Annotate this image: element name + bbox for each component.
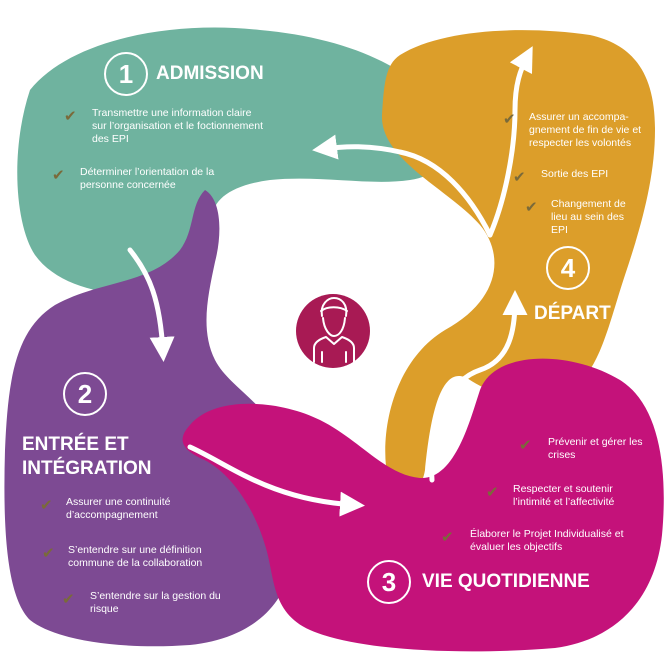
- quotidienne-blob: [182, 358, 664, 652]
- arrow-depart-top: [487, 46, 533, 238]
- stage-1-item-1: Transmettre une information claire sur l…: [92, 107, 264, 145]
- check-icon: ✔: [42, 544, 55, 562]
- stage-1-number: 1: [104, 52, 148, 96]
- person-icon: [313, 297, 355, 363]
- check-icon: ✔: [503, 110, 516, 128]
- stage-2-number: 2: [63, 372, 107, 416]
- stage-2-title-line-1: ENTRÉE ET: [22, 434, 129, 455]
- stage-3-number: 3: [367, 560, 411, 604]
- stage-2-title-line-2: INTÉGRATION: [22, 458, 152, 479]
- stage-2-item-3: S’entendre sur la gestion du risque: [90, 590, 221, 615]
- stage-3-item-3: Élaborer le Projet Individualisé et éval…: [470, 528, 624, 553]
- arrow-integration-to-quotidienne: [187, 444, 365, 517]
- arrow-admission-to-integration: [127, 247, 175, 362]
- check-icon: ✔: [519, 436, 532, 454]
- integration-blob: [4, 190, 295, 647]
- check-icon: ✔: [40, 496, 53, 514]
- stage-3-item-1: Prévenir et gérer les crises: [548, 436, 643, 461]
- stage-2-item-2: S’entendre sur une définition commune de…: [68, 544, 203, 569]
- check-icon: ✔: [52, 166, 65, 184]
- stage-2-item-1: Assurer une continuité d’accompagnement: [66, 496, 171, 521]
- arrow-depart-to-admission: [312, 134, 493, 238]
- stage-3-title: VIE QUOTIDIENNE: [422, 571, 590, 592]
- arrow-quotidienne-to-depart: [429, 290, 528, 483]
- check-icon: ✔: [525, 198, 538, 216]
- stage-4-number: 4: [546, 246, 590, 290]
- depart-blob: [381, 30, 655, 497]
- stage-1-title: ADMISSION: [156, 63, 264, 84]
- check-icon: ✔: [62, 590, 75, 608]
- stage-4-item-2: Sortie des EPI: [541, 168, 609, 180]
- stage-4-item-3: Changement de lieu au sein des EPI: [551, 198, 626, 236]
- stage-4-title: DÉPART: [534, 303, 611, 324]
- stage-3-item-2: Respecter et soutenir l’intimité et l’af…: [513, 483, 615, 508]
- check-icon: ✔: [64, 107, 77, 125]
- stage-2-title: ENTRÉE ET INTÉGRATION: [22, 433, 151, 481]
- check-icon: ✔: [441, 528, 454, 546]
- check-icon: ✔: [513, 168, 526, 186]
- center-circle: [296, 294, 370, 368]
- stage-4-item-1: Assurer un accompa-gnement de fin de vie…: [529, 111, 642, 149]
- stage-1-item-2: Déterminer l’orientation de la personne …: [80, 166, 215, 191]
- check-icon: ✔: [486, 483, 499, 501]
